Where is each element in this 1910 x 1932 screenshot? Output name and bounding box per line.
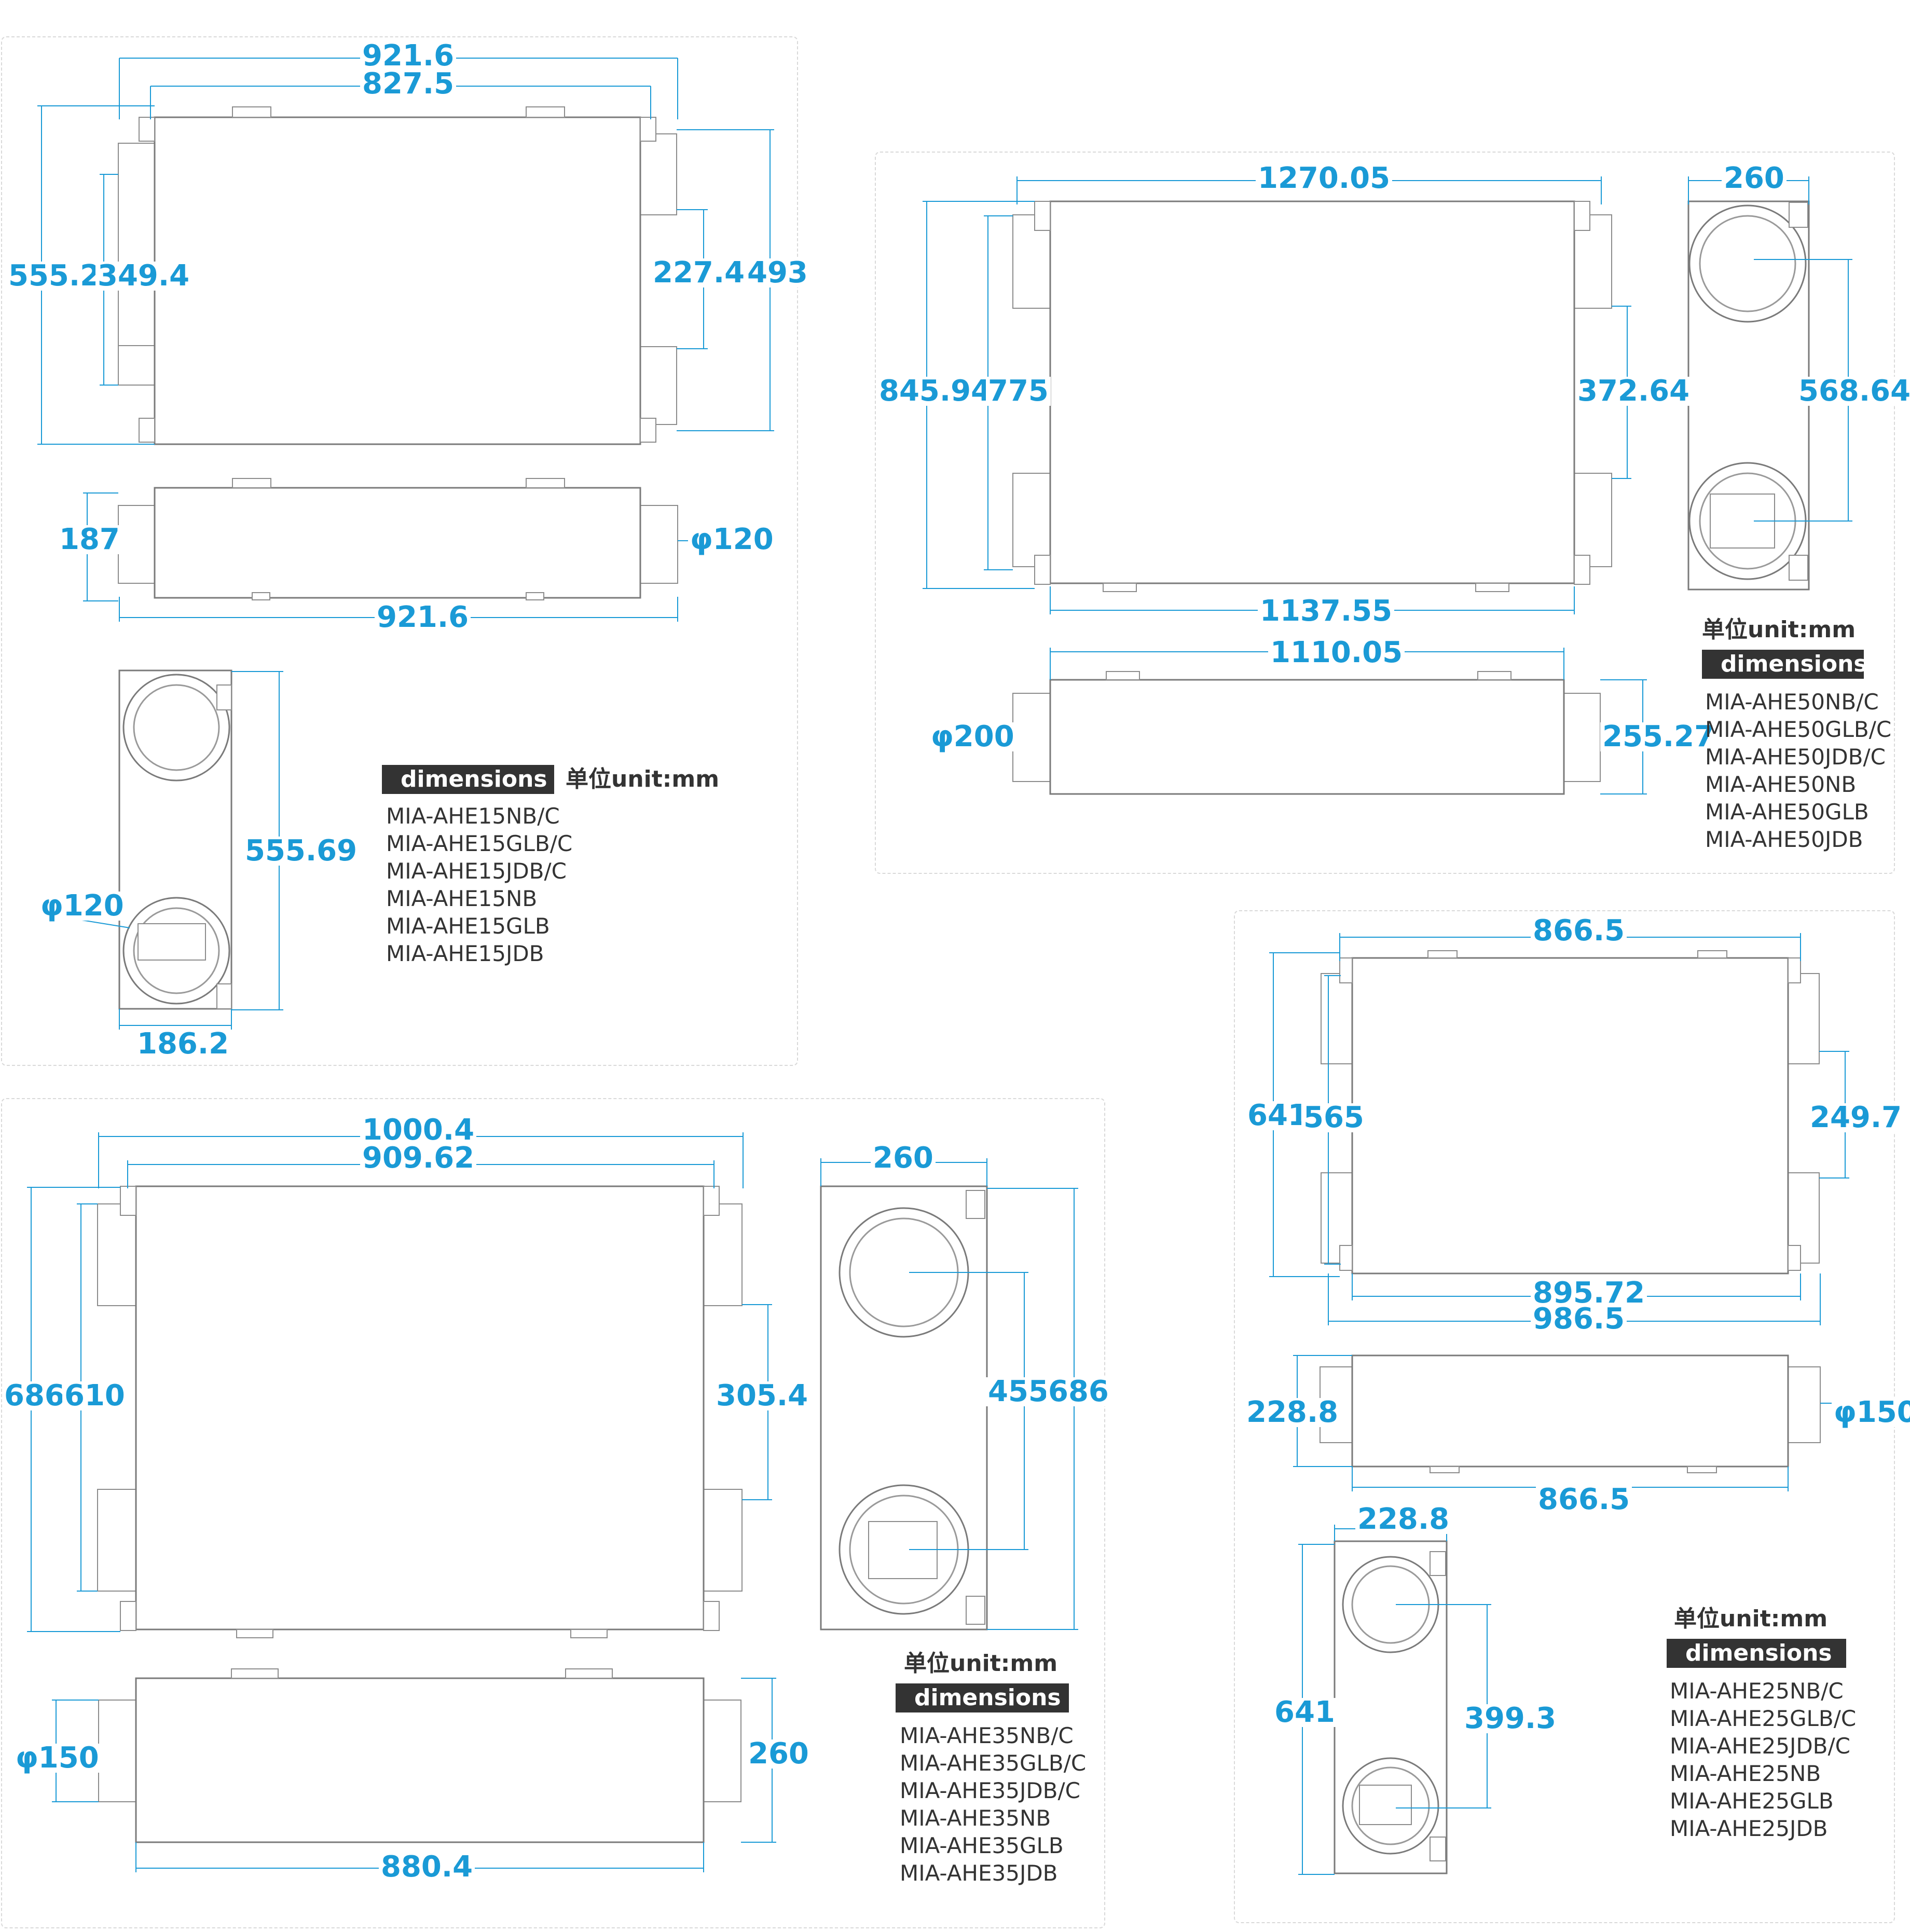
ahe50-body-width: 1137.55 bbox=[1258, 597, 1395, 626]
model-item: MIA-AHE25NB bbox=[1670, 1761, 1821, 1786]
ahe25-side-width: 228.8 bbox=[1355, 1505, 1452, 1534]
model-item: MIA-AHE25GLB/C bbox=[1670, 1706, 1857, 1731]
ahe15-model-list: MIA-AHE15NB/C MIA-AHE15GLB/C MIA-AHE15JD… bbox=[386, 802, 572, 967]
ahe25-side-height: 641 bbox=[1272, 1698, 1337, 1727]
ahe25-dimensions-badge: dimensions bbox=[1667, 1639, 1846, 1668]
ahe25-duct-diameter: φ150 bbox=[1832, 1398, 1910, 1427]
model-item: MIA-AHE15NB bbox=[386, 886, 538, 911]
ahe50-overall-height: 845.94 bbox=[877, 377, 994, 406]
model-item: MIA-AHE35GLB bbox=[900, 1833, 1064, 1858]
ahe25-duct-spacing-left: 565 bbox=[1301, 1103, 1366, 1132]
ahe35-duct-diameter: φ150 bbox=[13, 1744, 101, 1773]
ahe50-overall-width: 1270.05 bbox=[1256, 164, 1393, 193]
model-item: MIA-AHE50GLB bbox=[1705, 799, 1869, 825]
ahe25-total-width: 986.5 bbox=[1531, 1305, 1627, 1334]
ahe25-side-view bbox=[1334, 1540, 1448, 1874]
ahe35-side-duct-spacing: 455 bbox=[986, 1377, 1051, 1406]
ahe15-top-view bbox=[118, 106, 677, 445]
model-item: MIA-AHE15NB/C bbox=[386, 803, 560, 829]
ahe15-body-width: 827.5 bbox=[360, 70, 457, 99]
ahe15-side-view bbox=[118, 669, 232, 1010]
model-item: MIA-AHE25GLB bbox=[1670, 1788, 1834, 1814]
ahe50-top-view bbox=[1012, 200, 1612, 592]
model-item: MIA-AHE35NB bbox=[900, 1805, 1051, 1831]
ahe15-overall-height: 555.2 bbox=[6, 262, 103, 291]
model-item: MIA-AHE35NB/C bbox=[900, 1723, 1074, 1748]
model-item: MIA-AHE50JDB/C bbox=[1705, 744, 1886, 770]
ahe15-front-view bbox=[118, 478, 678, 600]
model-item: MIA-AHE35GLB/C bbox=[900, 1750, 1087, 1776]
ahe35-front-width: 880.4 bbox=[379, 1853, 475, 1882]
ahe25-overall-width: 866.5 bbox=[1531, 916, 1627, 946]
model-item: MIA-AHE50JDB bbox=[1705, 827, 1863, 852]
ahe15-height-right: 493 bbox=[745, 258, 810, 287]
ahe15-front-width: 921.6 bbox=[375, 603, 471, 632]
ahe35-side-depth: 260 bbox=[871, 1144, 936, 1173]
ahe15-duct-diameter-side: φ120 bbox=[38, 892, 126, 921]
model-item: MIA-AHE50NB bbox=[1705, 772, 1857, 797]
ahe25-side-duct-spacing: 399.3 bbox=[1462, 1704, 1559, 1733]
ahe15-depth: 187 bbox=[57, 525, 122, 554]
ahe50-frame bbox=[875, 152, 1895, 874]
ahe50-depth: 255.27 bbox=[1600, 722, 1717, 751]
model-item: MIA-AHE50NB/C bbox=[1705, 689, 1879, 715]
ahe15-side-height: 555.69 bbox=[243, 837, 360, 866]
ahe35-overall-height: 686 bbox=[2, 1381, 67, 1410]
ahe25-depth: 228.8 bbox=[1244, 1398, 1341, 1427]
ahe50-duct-diameter: φ200 bbox=[929, 722, 1016, 751]
model-item: MIA-AHE25JDB bbox=[1670, 1816, 1828, 1841]
ahe25-front-view bbox=[1320, 1354, 1821, 1473]
model-item: MIA-AHE15JDB bbox=[386, 941, 544, 966]
ahe35-duct-spacing-left: 610 bbox=[62, 1381, 127, 1410]
ahe50-duct-spacing-left: 775 bbox=[986, 377, 1051, 406]
ahe50-model-list: MIA-AHE50NB/C MIA-AHE50GLB/C MIA-AHE50JD… bbox=[1705, 688, 1891, 853]
ahe25-unit-label: 单位unit:mm bbox=[1674, 1606, 1828, 1632]
ahe15-frame bbox=[1, 36, 798, 1066]
ahe15-duct-diameter-front: φ120 bbox=[688, 525, 776, 554]
model-item: MIA-AHE15GLB/C bbox=[386, 831, 573, 856]
ahe35-side-height: 686 bbox=[1046, 1377, 1111, 1406]
ahe15-duct-spacing-right: 227.4 bbox=[651, 258, 747, 287]
model-item: MIA-AHE15GLB bbox=[386, 913, 550, 939]
ahe15-unit-label: 单位unit:mm bbox=[566, 766, 720, 792]
ahe25-duct-spacing-right: 249.7 bbox=[1808, 1103, 1904, 1132]
ahe35-front-view bbox=[98, 1668, 741, 1843]
ahe25-overall-height: 641 bbox=[1245, 1101, 1310, 1130]
ahe50-front-width: 1110.05 bbox=[1268, 638, 1405, 667]
ahe35-depth: 260 bbox=[746, 1739, 811, 1769]
ahe25-body-width: 895.72 bbox=[1531, 1279, 1647, 1308]
ahe15-side-width: 186.2 bbox=[135, 1030, 231, 1059]
model-item: MIA-AHE25NB/C bbox=[1670, 1678, 1844, 1704]
ahe35-overall-width: 1000.4 bbox=[360, 1116, 477, 1145]
ahe35-model-list: MIA-AHE35NB/C MIA-AHE35GLB/C MIA-AHE35JD… bbox=[900, 1722, 1086, 1887]
ahe50-unit-label: 单位unit:mm bbox=[1702, 616, 1856, 643]
ahe15-duct-spacing-left: 349.4 bbox=[95, 262, 192, 291]
ahe15-dimensions-badge: dimensions bbox=[382, 765, 554, 794]
model-item: MIA-AHE15JDB/C bbox=[386, 858, 567, 884]
ahe35-dimensions-badge: dimensions bbox=[896, 1683, 1069, 1712]
ahe50-front-view bbox=[1012, 671, 1601, 795]
ahe35-top-view bbox=[97, 1185, 743, 1638]
ahe25-model-list: MIA-AHE25NB/C MIA-AHE25GLB/C MIA-AHE25JD… bbox=[1670, 1677, 1856, 1842]
ahe35-unit-label: 单位unit:mm bbox=[904, 1650, 1058, 1677]
ahe35-frame bbox=[1, 1098, 1105, 1928]
ahe50-duct-spacing-right: 372.64 bbox=[1575, 377, 1692, 406]
ahe35-duct-spacing-right: 305.4 bbox=[714, 1381, 810, 1410]
ahe25-front-width: 866.5 bbox=[1536, 1485, 1632, 1514]
model-item: MIA-AHE50GLB/C bbox=[1705, 717, 1892, 742]
ahe35-side-view bbox=[820, 1185, 988, 1630]
ahe50-dimensions-badge: dimensions bbox=[1702, 650, 1867, 679]
model-item: MIA-AHE35JDB bbox=[900, 1860, 1058, 1886]
ahe50-side-depth: 260 bbox=[1722, 164, 1787, 193]
ahe15-overall-width: 921.6 bbox=[360, 42, 457, 71]
model-item: MIA-AHE35JDB/C bbox=[900, 1778, 1080, 1803]
ahe25-top-view bbox=[1321, 950, 1820, 1275]
ahe35-body-width: 909.62 bbox=[360, 1144, 477, 1173]
model-item: MIA-AHE25JDB/C bbox=[1670, 1733, 1850, 1759]
ahe50-side-duct-spacing: 568.64 bbox=[1796, 377, 1910, 406]
ahe50-side-view bbox=[1687, 200, 1810, 591]
